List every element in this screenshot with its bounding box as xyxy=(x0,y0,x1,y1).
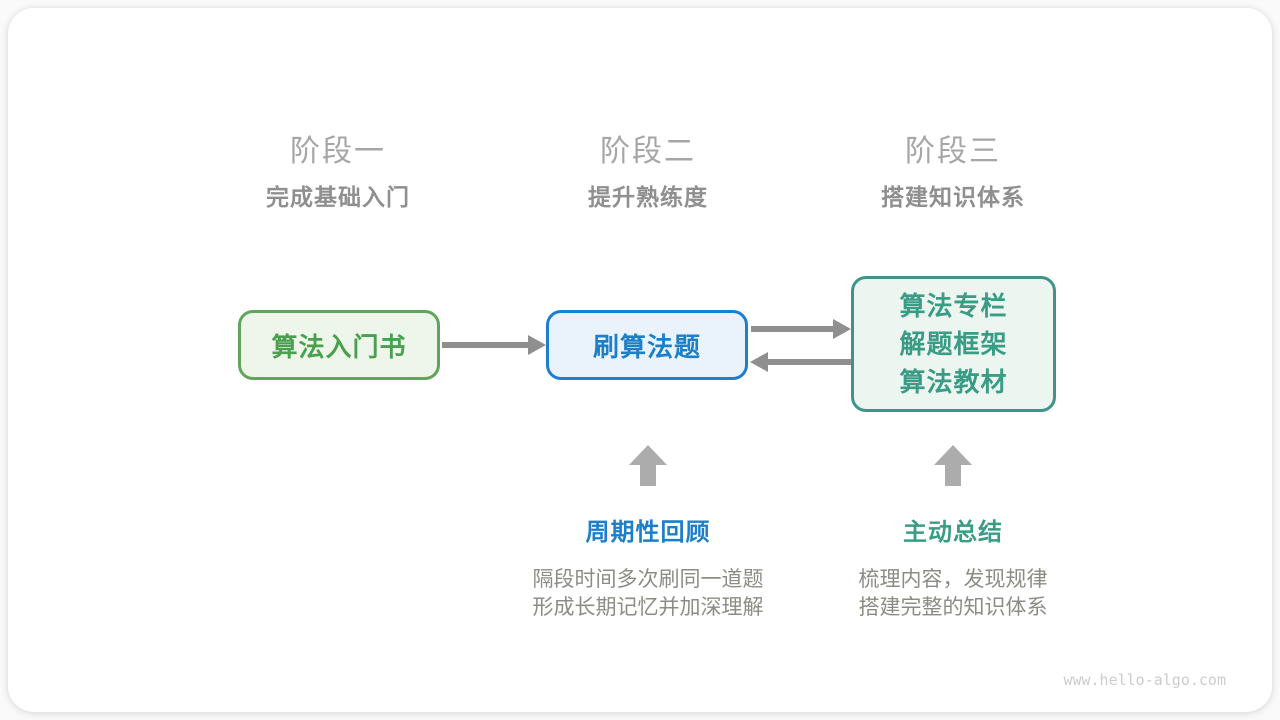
arrow-practice-to-resources xyxy=(751,326,835,332)
periodic-review-desc-line-1: 隔段时间多次刷同一道题 xyxy=(532,568,764,591)
intro-book-node: 算法入门书 xyxy=(238,310,440,380)
active-summary-label: 主动总结 xyxy=(903,519,1003,546)
stage-1-title: 阶段一 xyxy=(290,135,386,168)
practice-label: 刷算法题 xyxy=(592,331,701,362)
up-arrow-icon xyxy=(934,445,972,465)
periodic-review-annotation: 周期性回顾 隔段时间多次刷同一道题 形成长期记忆并加深理解 xyxy=(448,519,848,622)
resources-line-3: 算法教材 xyxy=(899,367,1008,397)
arrow-right-icon xyxy=(528,335,546,355)
resources-line-1: 算法专栏 xyxy=(899,291,1008,321)
stage-3-subtitle: 搭建知识体系 xyxy=(881,184,1025,210)
up-arrow-icon xyxy=(629,445,667,465)
active-summary-desc-line-2: 搭建完整的知识体系 xyxy=(858,596,1048,619)
stage-2-subtitle: 提升熟练度 xyxy=(588,184,708,210)
arrow-resources-to-practice xyxy=(766,359,851,365)
resources-line-2: 解题框架 xyxy=(899,329,1008,359)
diagram-card: 阶段一 完成基础入门 阶段二 提升熟练度 阶段三 搭建知识体系 算法入门书 刷算… xyxy=(8,8,1272,712)
resources-node: 算法专栏 解题框架 算法教材 xyxy=(851,276,1056,412)
stage-3-title: 阶段三 xyxy=(905,135,1001,168)
arrow-left-icon xyxy=(750,352,768,372)
periodic-review-description: 隔段时间多次刷同一道题 形成长期记忆并加深理解 xyxy=(448,566,848,622)
arrow-right-icon xyxy=(833,319,851,339)
arrow-intro-to-practice xyxy=(442,342,530,348)
stage-1-header: 阶段一 完成基础入门 xyxy=(138,135,538,211)
stage-2-header: 阶段二 提升熟练度 xyxy=(448,135,848,211)
stage-1-subtitle: 完成基础入门 xyxy=(266,184,410,210)
active-summary-description: 梳理内容，发现规律 搭建完整的知识体系 xyxy=(753,566,1153,622)
intro-book-label: 算法入门书 xyxy=(271,331,407,362)
stage-2-title: 阶段二 xyxy=(600,135,696,168)
active-summary-desc-line-1: 梳理内容，发现规律 xyxy=(858,568,1048,591)
periodic-review-label: 周期性回顾 xyxy=(585,519,711,546)
practice-node: 刷算法题 xyxy=(546,310,748,380)
watermark: www.hello-algo.com xyxy=(1063,671,1226,689)
stage-3-header: 阶段三 搭建知识体系 xyxy=(753,135,1153,211)
active-summary-annotation: 主动总结 梳理内容，发现规律 搭建完整的知识体系 xyxy=(753,519,1153,622)
up-arrow-stem xyxy=(640,464,656,486)
up-arrow-stem xyxy=(945,464,961,486)
periodic-review-desc-line-2: 形成长期记忆并加深理解 xyxy=(532,596,764,619)
